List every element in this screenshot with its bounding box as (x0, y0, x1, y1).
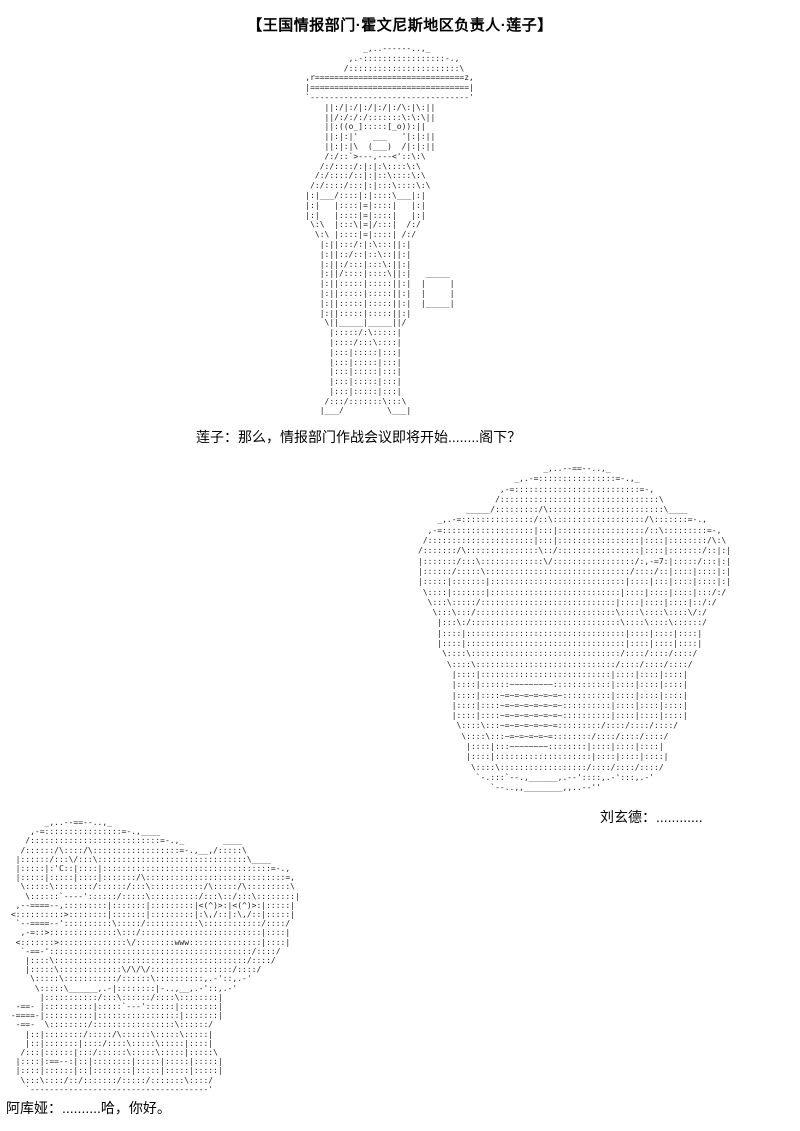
dialogue-akuya: 阿库娅：..........哈，你好。 (6, 1100, 171, 1116)
dialogue-liuxuande: 刘玄德：............ (600, 809, 703, 825)
ascii-art-liuxuande: _,..--==--..,_ _,.-=::::::::::::::::=-.,… (418, 464, 732, 793)
page-title: 【王国情报部门·霍文尼斯地区负责人·莲子】 (247, 17, 553, 34)
dialogue-lianzi: 莲子：那么，情报部门作战会议即将开始........阁下？ (196, 429, 522, 445)
ascii-art-akuya: _,..--==--..,_ ,-=::::::::::::::::=-.,__… (10, 818, 300, 1094)
ascii-art-lianzi: _,..------..,_ ,.-:::::::::::::::::-., /… (305, 44, 474, 416)
